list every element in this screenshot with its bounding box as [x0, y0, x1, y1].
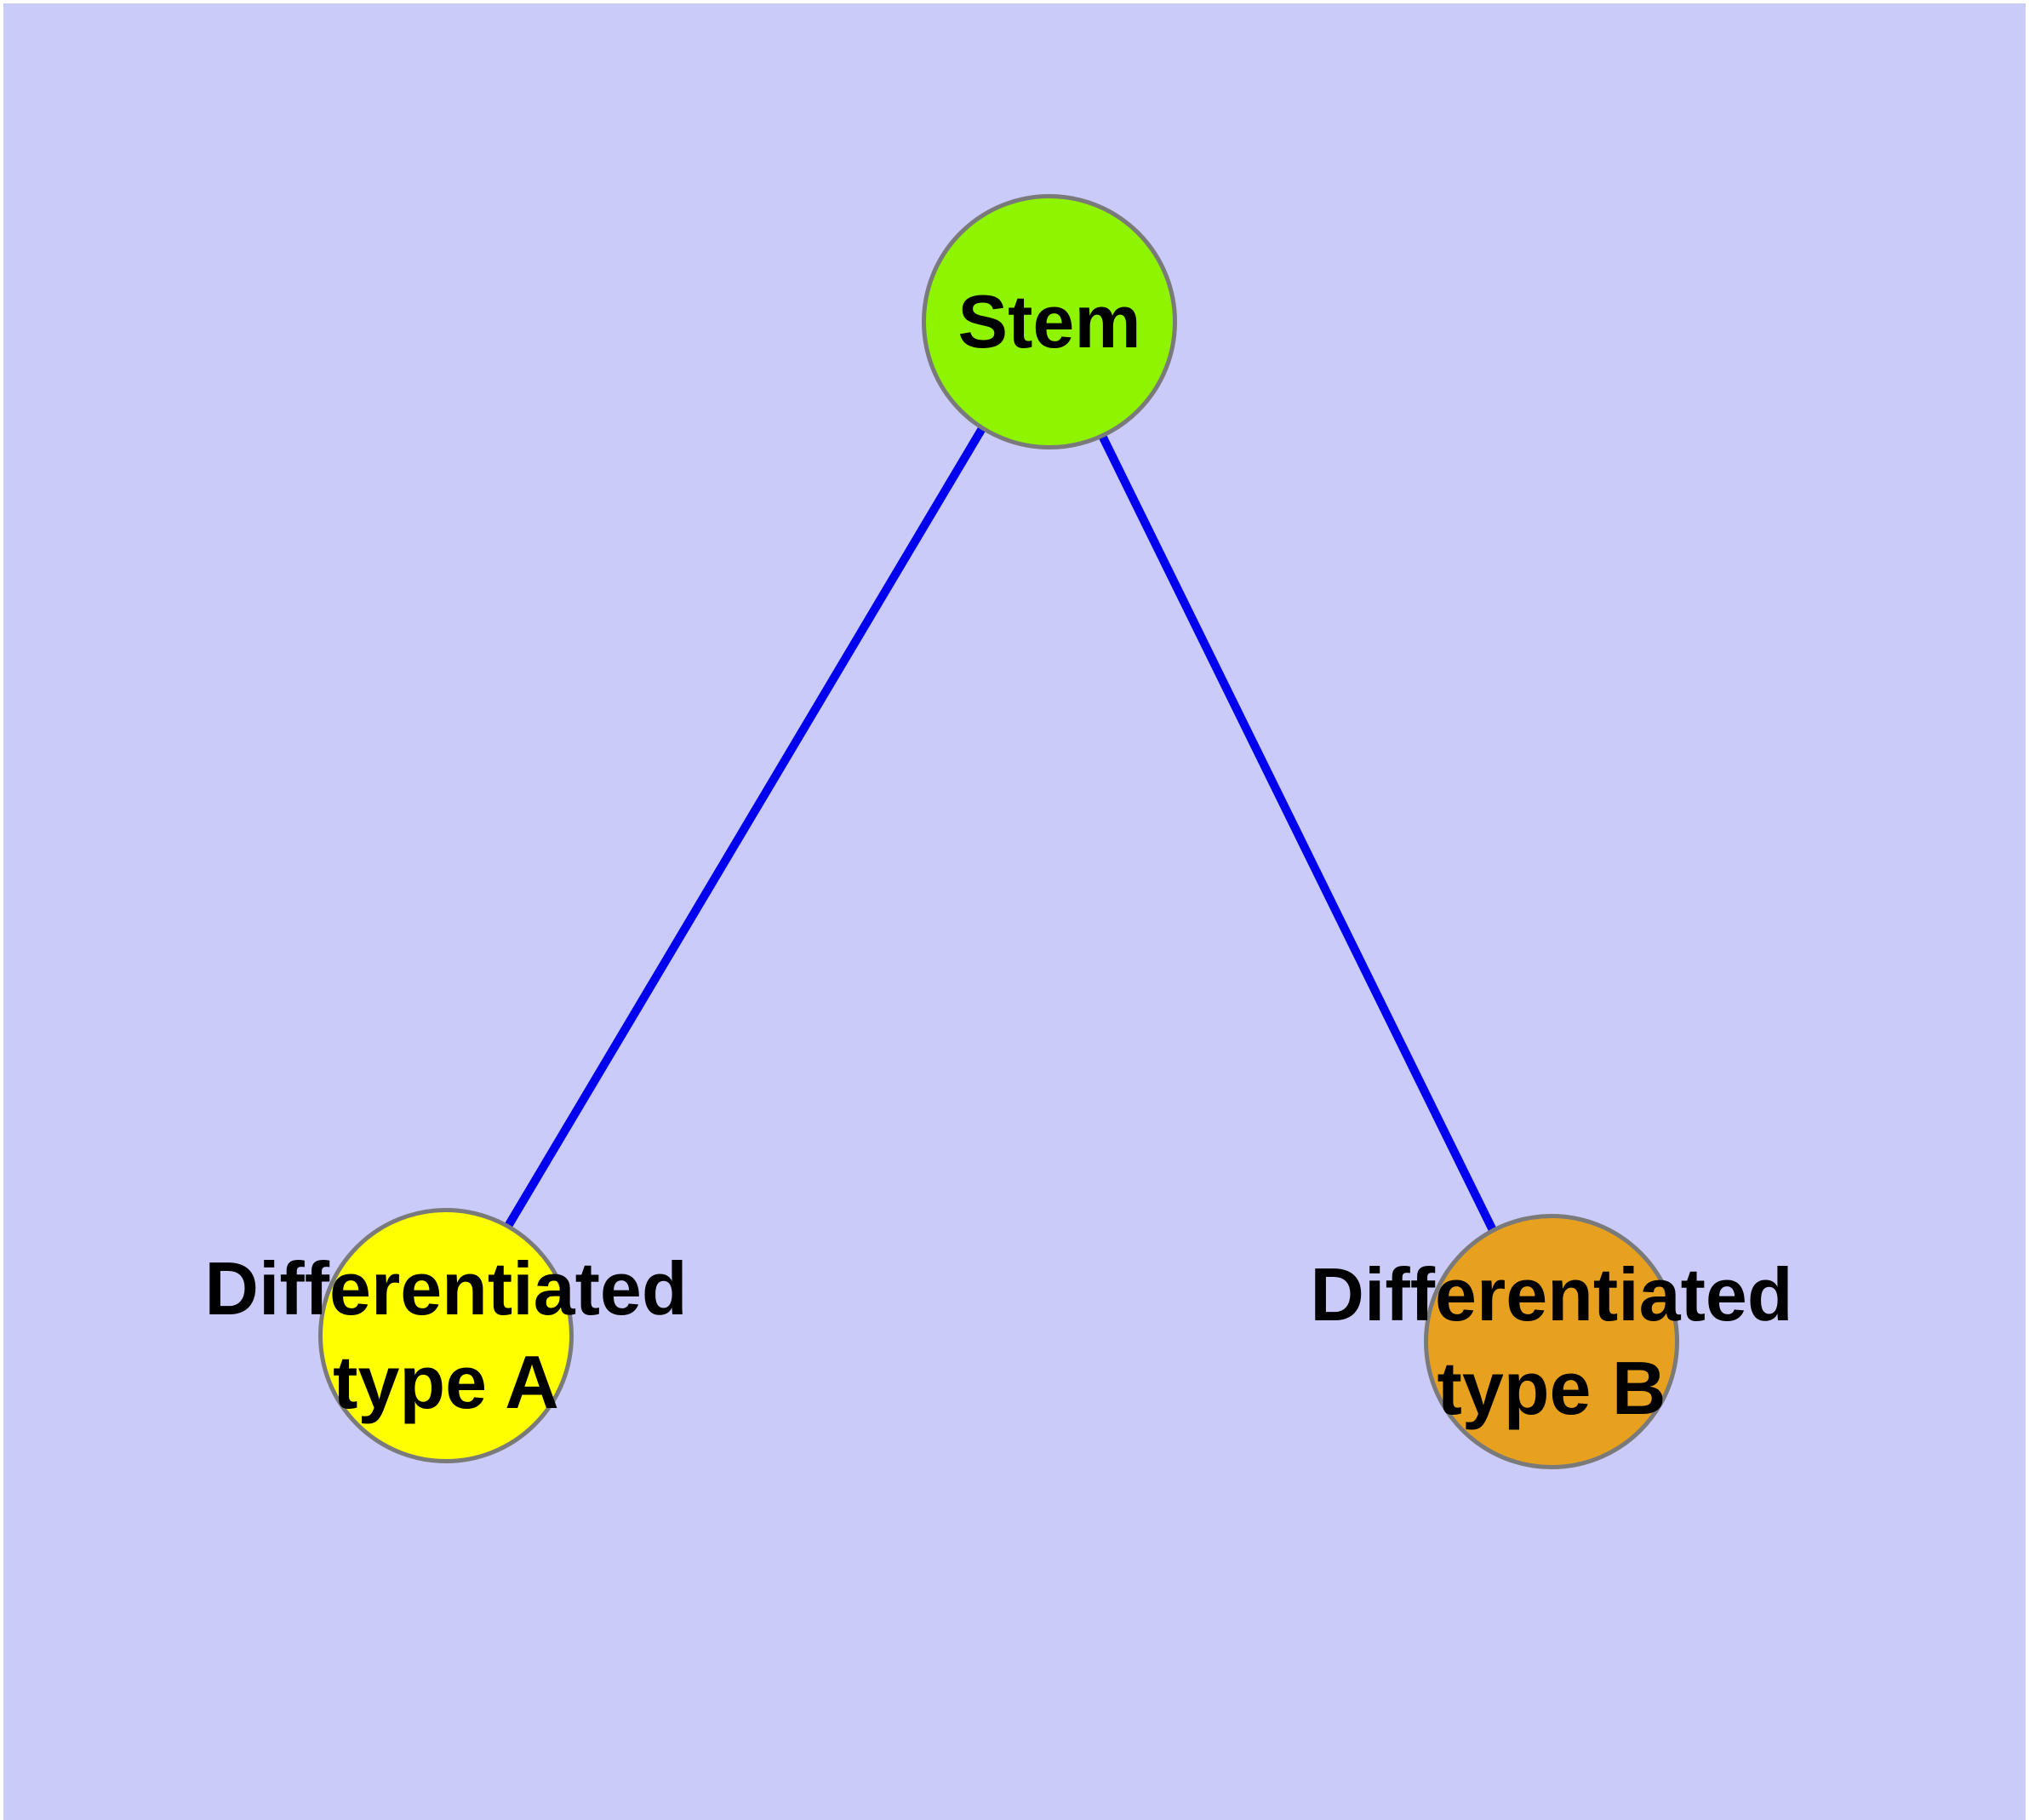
edge-stem-to-type-b: [1042, 319, 1551, 1342]
edge-stem-to-type-a: [440, 318, 1050, 1336]
node-differentiated-type-a-circle[interactable]: [318, 1208, 574, 1463]
node-differentiated-type-a-label: Differentiated type A: [204, 1246, 688, 1424]
node-differentiated-type-b-label: Differentiated type B: [1310, 1252, 1793, 1430]
node-stem-label: Stem: [957, 279, 1141, 363]
node-stem-circle[interactable]: [922, 194, 1177, 449]
graph-canvas: Stem Differentiated type A Differentiate…: [3, 3, 2026, 1820]
edges-layer: [440, 318, 1551, 1342]
node-differentiated-type-b-circle[interactable]: [1424, 1214, 1679, 1469]
